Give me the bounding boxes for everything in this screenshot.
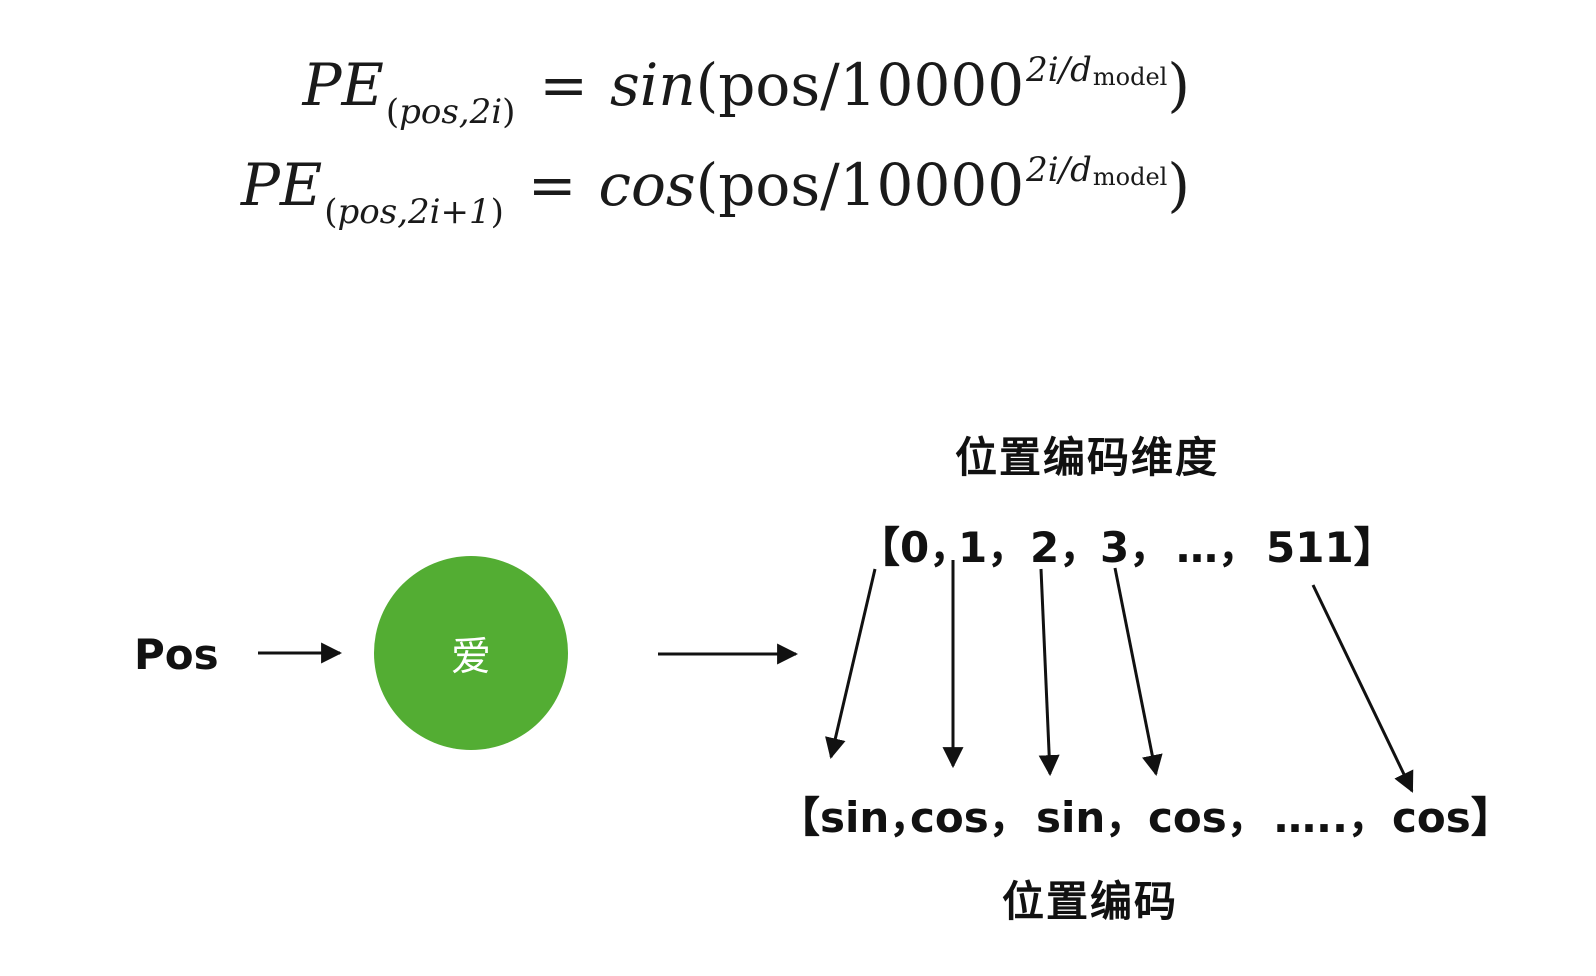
token-circle: 爱 — [374, 556, 568, 750]
encoding-value: cos， — [910, 793, 1031, 842]
formula-close: ) — [1167, 51, 1190, 119]
formula-func: cos — [598, 151, 696, 219]
formula-lhs-subscript: (pos,2i) — [385, 92, 516, 132]
formula-equals: = — [539, 51, 588, 119]
formula-exponent: 2i/dmodel — [1026, 150, 1168, 191]
token-text: 爱 — [451, 634, 491, 680]
dimension-index: 3， — [1100, 523, 1172, 572]
formula-cos: PE(pos,2i+1) = cos(pos/100002i/dmodel) — [0, 153, 1190, 229]
formula-close: ) — [1167, 151, 1190, 219]
dimension-title: 位置编码维度 — [955, 433, 1220, 482]
formula-exponent: 2i/dmodel — [1026, 50, 1168, 91]
encoding-value-row: 【sin， cos， sin， cos， …..， cos】 — [0, 784, 1596, 842]
dimension-index: 511】 — [1266, 523, 1396, 572]
encoding-value: sin， — [1036, 793, 1148, 842]
pos-label: Pos — [134, 630, 219, 679]
formula-arg: (pos/10000 — [695, 51, 1025, 119]
dim-arrow-2 — [1038, 568, 1060, 777]
dim-arrow-3 — [1113, 567, 1163, 777]
dimension-index: …， — [1176, 523, 1261, 572]
encoding-value: 【sin， — [778, 793, 932, 842]
encoding-value: cos， — [1148, 793, 1269, 842]
formula-equals: = — [527, 151, 577, 219]
encoding-value: …..， — [1274, 793, 1390, 842]
formula-arg: (pos/10000 — [695, 151, 1025, 219]
dimension-index: 【0， — [858, 523, 972, 572]
dimension-index: 1， — [958, 523, 1030, 572]
formula-sin: PE(pos,2i) = sin(pos/100002i/dmodel) — [0, 53, 1190, 129]
dimension-index: 2， — [1030, 523, 1102, 572]
formula-lhs: PE — [240, 151, 323, 219]
dim-arrow-0 — [825, 568, 877, 760]
formula-lhs: PE — [302, 51, 384, 119]
dim-arrow-511 — [1311, 584, 1414, 793]
formula-func: sin — [610, 51, 696, 119]
encoding-title: 位置编码 — [1002, 877, 1179, 926]
dimension-index-row: 【0， 1， 2， 3， …， 511】 — [0, 514, 1596, 572]
formula-lhs-subscript: (pos,2i+1) — [324, 192, 504, 232]
encoding-value: cos】 — [1392, 793, 1513, 842]
